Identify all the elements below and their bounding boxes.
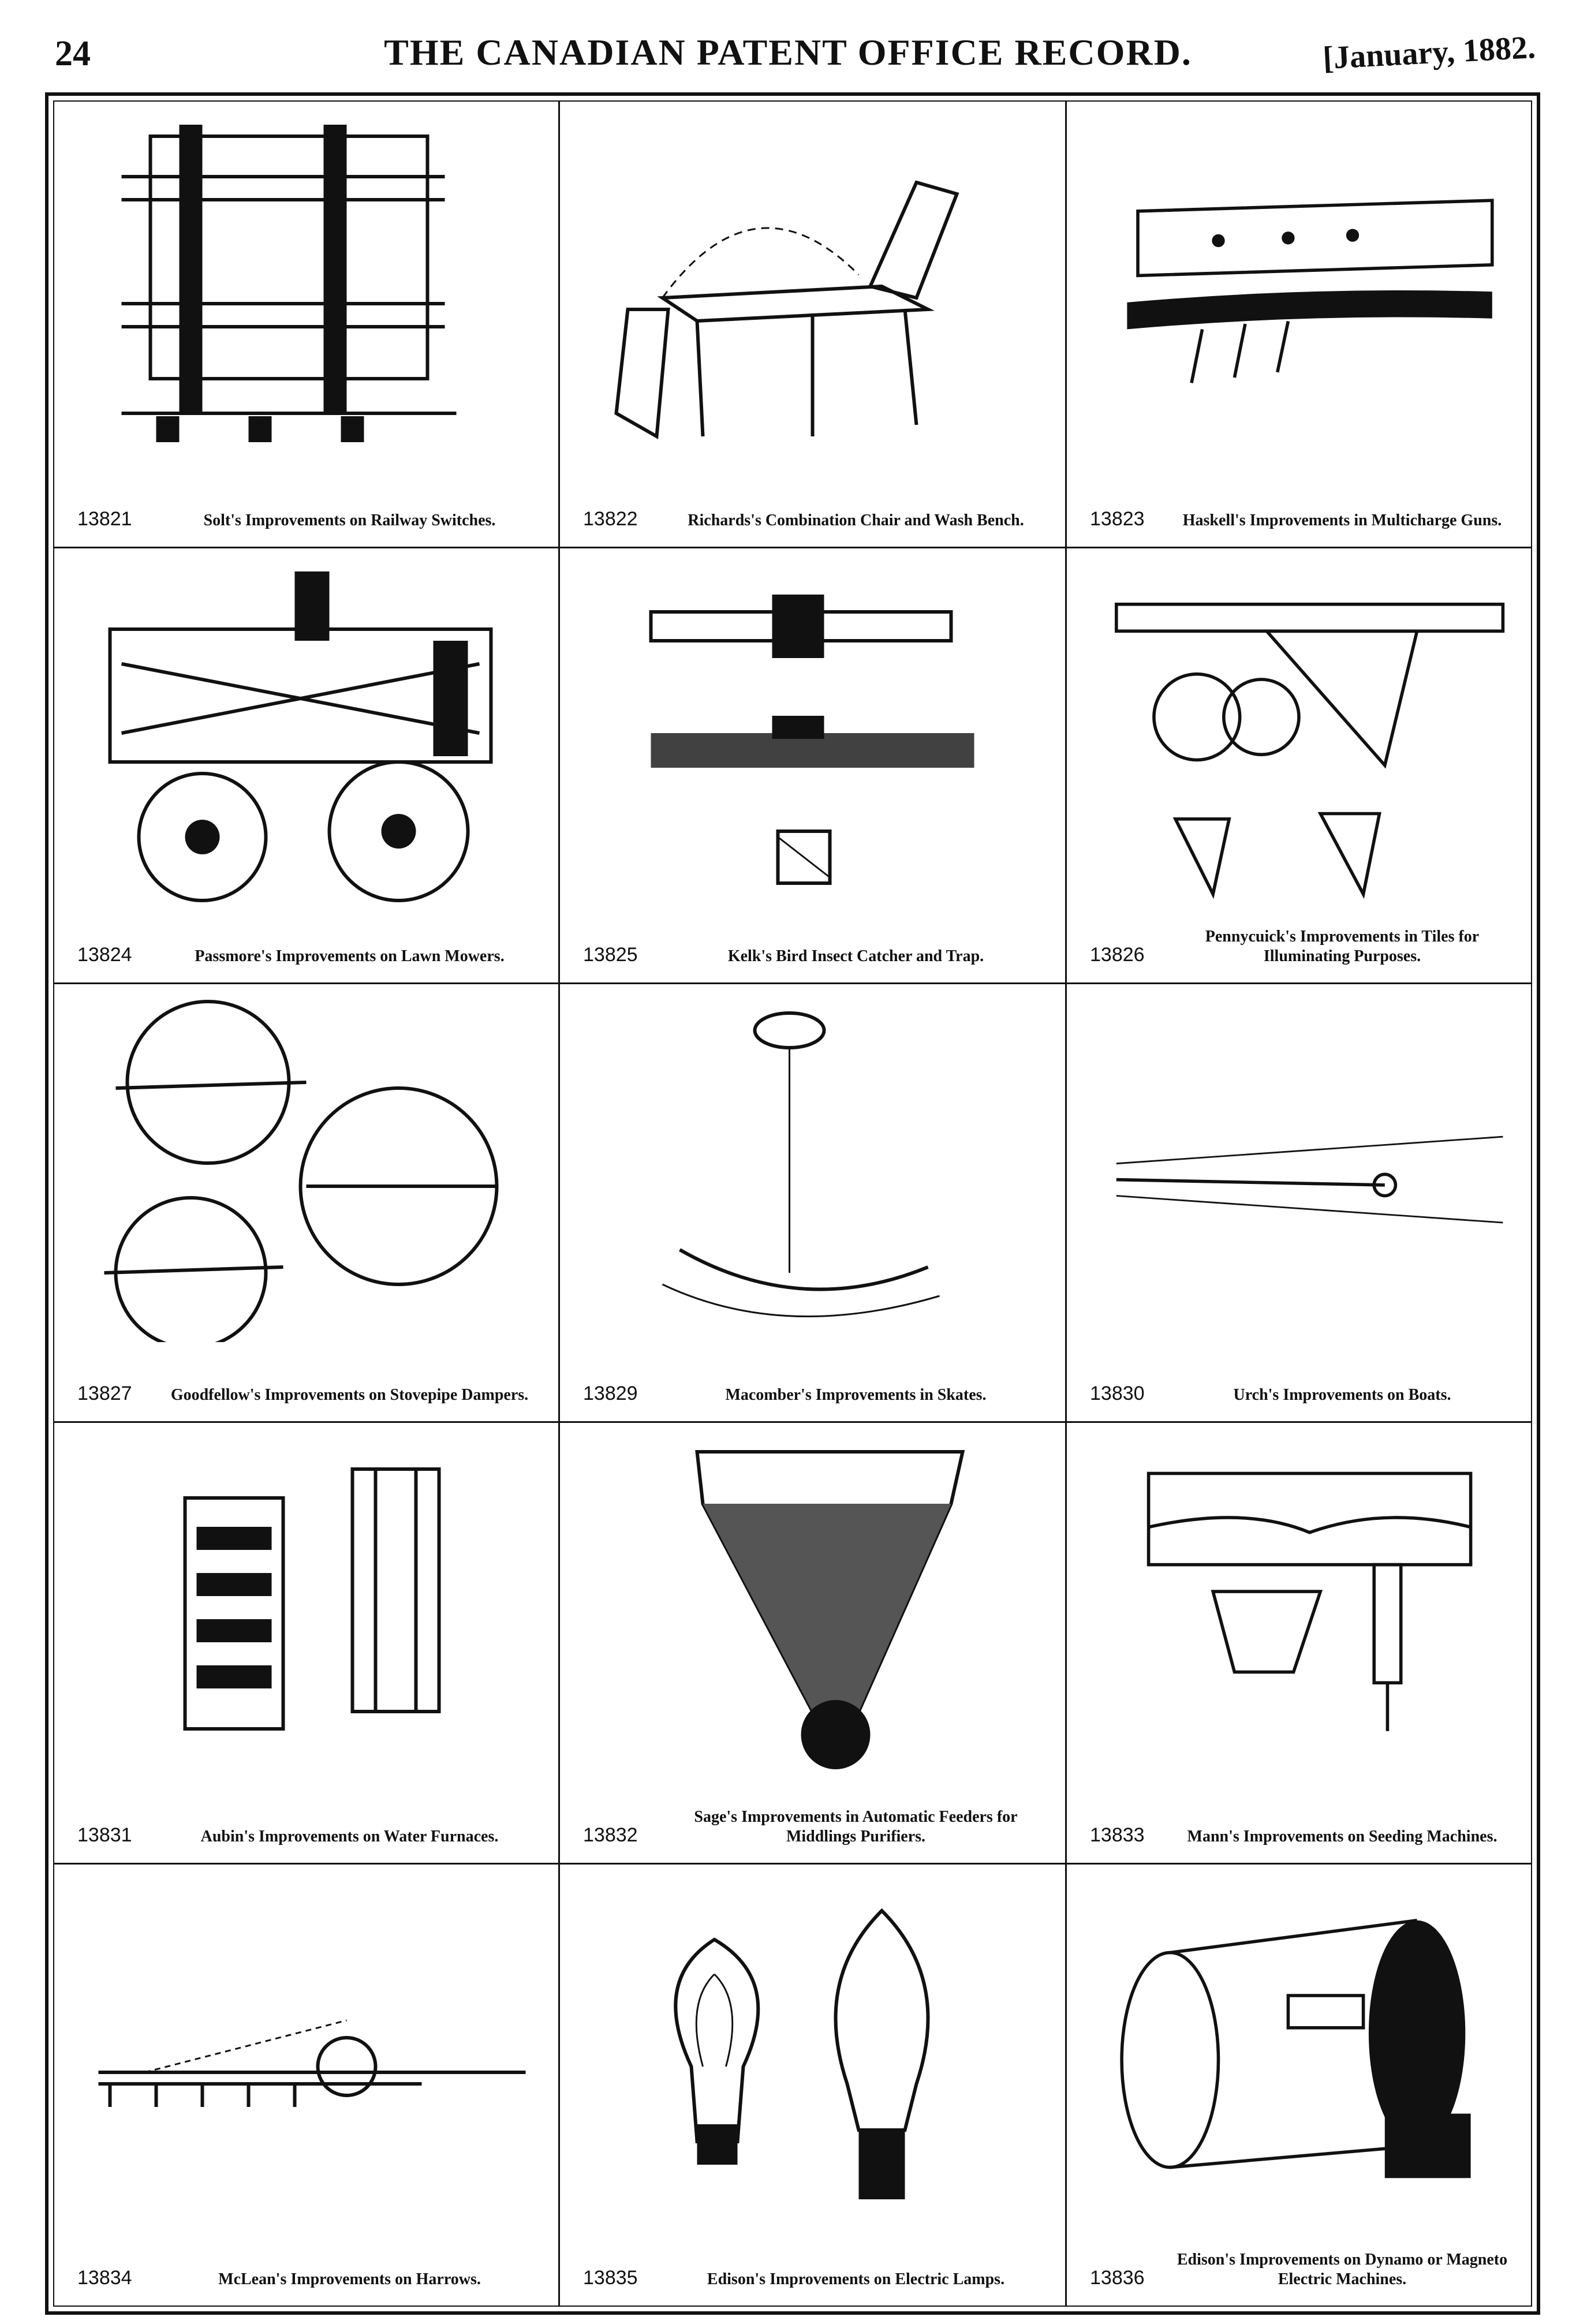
harrow-drawing: [98, 2019, 526, 2107]
patent-caption: 13830 Urch's Improvements on Boats.: [1090, 1383, 1514, 1405]
patent-number: 13827: [77, 1383, 132, 1404]
patent-number: 13826: [1090, 944, 1145, 966]
patent-cell: 13831 Aubin's Improvements on Water Furn…: [54, 1423, 560, 1865]
patent-caption: 13827 Goodfellow's Improvements on Stove…: [77, 1383, 541, 1405]
patent-cell: 13822 Richards's Combination Chair and W…: [560, 102, 1067, 548]
patent-caption: 13821 Solt's Improvements on Railway Swi…: [77, 508, 541, 530]
electric-lamp-drawing: [674, 1908, 930, 2199]
patent-caption: 13825 Kelk's Bird Insect Catcher and Tra…: [583, 944, 1048, 966]
patent-caption: 13822 Richards's Combination Chair and W…: [583, 508, 1048, 530]
patent-caption: 13826 Pennycuick's Improvements in Tiles…: [1090, 927, 1514, 966]
patent-title: Solt's Improvements on Railway Switches.: [203, 511, 496, 529]
patent-cell: 13832 Sage's Improvements in Automatic F…: [560, 1423, 1067, 1865]
patent-cell: 13827 Goodfellow's Improvements on Stove…: [54, 984, 560, 1423]
skate-drawing: [662, 1011, 940, 1318]
patent-number: 13822: [583, 508, 638, 530]
patent-cell: 13821 Solt's Improvements on Railway Swi…: [54, 102, 560, 548]
patent-number: 13821: [77, 508, 132, 530]
patent-number: 13829: [583, 1383, 638, 1404]
patent-cell: 13824 Passmore's Improvements on Lawn Mo…: [54, 548, 560, 984]
patent-caption: 13834 McLean's Improvements on Harrows.: [77, 2267, 541, 2289]
patent-title: Aubin's Improvements on Water Furnaces.: [200, 1828, 499, 1845]
patent-cell: 13826 Pennycuick's Improvements in Tiles…: [1067, 548, 1531, 984]
damper-drawing: [104, 1000, 499, 1342]
plates-inner-frame: 13821 Solt's Improvements on Railway Swi…: [53, 100, 1532, 2307]
patent-title: Sage's Improvements in Automatic Feeders…: [694, 1808, 1018, 1845]
patent-caption: 13829 Macomber's Improvements in Skates.: [583, 1383, 1048, 1405]
patent-cell: 13833 Mann's Improvements on Seeding Mac…: [1067, 1423, 1531, 1865]
furnace-drawing: [183, 1467, 441, 1731]
lawn-mower-drawing: [108, 571, 493, 902]
patent-cell: 13829 Macomber's Improvements in Skates.: [560, 984, 1067, 1423]
patent-cell: 13834 McLean's Improvements on Harrows.: [54, 1865, 560, 2306]
patent-title: Urch's Improvements on Boats.: [1233, 1386, 1451, 1404]
patent-title: Pennycuick's Improvements in Tiles for I…: [1205, 928, 1480, 965]
patent-number: 13834: [77, 2267, 132, 2289]
patent-title: McLean's Improvements on Harrows.: [218, 2270, 481, 2288]
patent-number: 13825: [583, 944, 638, 966]
patent-cell: 13836 Edison's Improvements on Dynamo or…: [1067, 1865, 1531, 2306]
patent-number: 13833: [1090, 1824, 1145, 1846]
patent-caption: 13833 Mann's Improvements on Seeding Mac…: [1090, 1824, 1514, 1847]
seeding-machine-drawing: [1146, 1471, 1473, 1731]
page-title: THE CANADIAN PATENT OFFICE RECORD.: [384, 32, 1192, 73]
patent-caption: 13835 Edison's Improvements on Electric …: [583, 2267, 1048, 2289]
patent-number: 13835: [583, 2267, 638, 2289]
patent-title: Edison's Improvements on Electric Lamps.: [707, 2270, 1005, 2288]
patent-title: Kelk's Bird Insect Catcher and Trap.: [727, 947, 984, 965]
patent-grid: 13821 Solt's Improvements on Railway Swi…: [54, 102, 1531, 2306]
patent-cell: 13823 Haskell's Improvements in Multicha…: [1067, 102, 1531, 548]
plates-frame: 13821 Solt's Improvements on Railway Swi…: [45, 92, 1540, 2315]
multicharge-gun-drawing: [1127, 199, 1494, 383]
patent-cell: 13835 Edison's Improvements on Electric …: [560, 1865, 1067, 2306]
patent-title: Passmore's Improvements on Lawn Mowers.: [195, 947, 505, 965]
patent-number: 13823: [1090, 508, 1145, 530]
patent-number: 13836: [1090, 2267, 1145, 2289]
patent-number: 13831: [77, 1824, 132, 1846]
patent-caption: 13824 Passmore's Improvements on Lawn Mo…: [77, 944, 541, 966]
patent-cell: 13830 Urch's Improvements on Boats.: [1067, 984, 1531, 1423]
insect-trap-drawing: [649, 595, 974, 885]
boat-drawing: [1116, 1135, 1503, 1224]
chair-bench-drawing: [614, 180, 959, 439]
patent-title: Mann's Improvements on Seeding Machines.: [1187, 1828, 1497, 1845]
feeder-drawing: [695, 1450, 965, 1769]
railway-switch-drawing: [121, 125, 457, 442]
patent-title: Edison's Improvements on Dynamo or Magne…: [1177, 2251, 1508, 2288]
patent-caption: 13823 Haskell's Improvements in Multicha…: [1090, 508, 1514, 530]
patent-title: Macomber's Improvements in Skates.: [725, 1386, 987, 1404]
patent-cell: 13825 Kelk's Bird Insect Catcher and Tra…: [560, 548, 1067, 984]
patent-caption: 13831 Aubin's Improvements on Water Furn…: [77, 1824, 541, 1847]
patent-title: Goodfellow's Improvements on Stovepipe D…: [170, 1386, 529, 1404]
patent-caption: 13832 Sage's Improvements in Automatic F…: [583, 1807, 1048, 1847]
patent-title: Haskell's Improvements in Multicharge Gu…: [1182, 511, 1502, 529]
patent-number: 13830: [1090, 1383, 1145, 1404]
dynamo-drawing: [1120, 1919, 1471, 2179]
patent-title: Richards's Combination Chair and Wash Be…: [688, 511, 1024, 529]
patent-number: 13832: [583, 1824, 638, 1846]
patent-number: 13824: [77, 944, 132, 966]
patent-caption: 13836 Edison's Improvements on Dynamo or…: [1090, 2250, 1514, 2289]
tile-drawing: [1115, 603, 1505, 899]
page-number: 24: [55, 34, 91, 73]
page-header: 24 THE CANADIAN PATENT OFFICE RECORD. [J…: [0, 0, 1576, 87]
